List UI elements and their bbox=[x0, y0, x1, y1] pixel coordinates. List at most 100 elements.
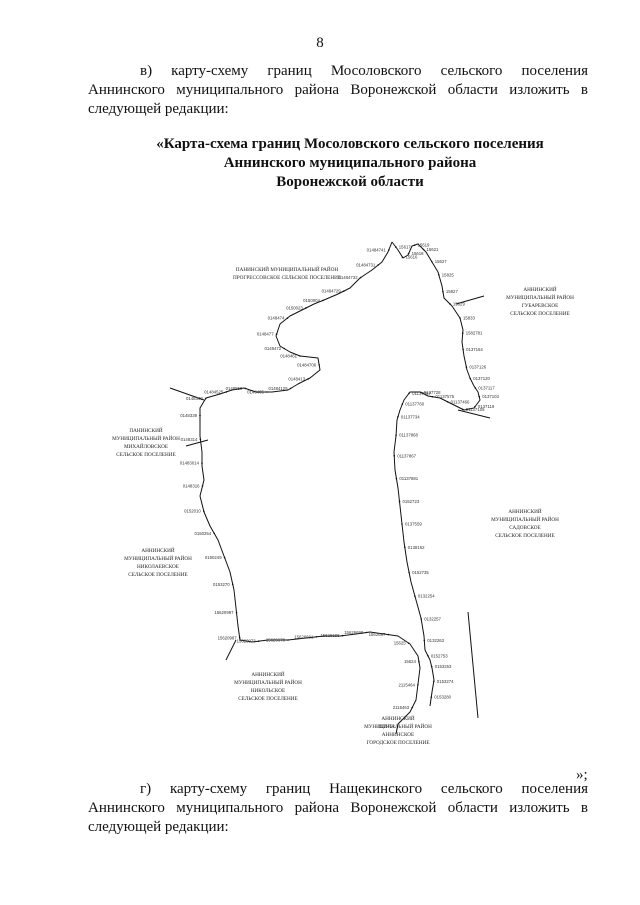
region-label-line: НИКОЛАЕВСКОЕ bbox=[137, 564, 179, 570]
boundary-point-label: 15627 bbox=[435, 259, 448, 264]
boundary-point-marker bbox=[238, 637, 241, 639]
boundary-point-label: 0152753 bbox=[431, 653, 448, 658]
boundary-point-label: 01484729 bbox=[322, 289, 342, 294]
boundary-point-marker bbox=[461, 408, 464, 411]
boundary-point-label: 1562697 bbox=[369, 632, 386, 637]
boundary-point-marker bbox=[474, 387, 477, 389]
boundary-point-labels: 1561715616156181561915621156271582515827… bbox=[180, 243, 500, 729]
boundary-point-label: 2115464 bbox=[398, 682, 415, 687]
boundary-point-marker bbox=[315, 636, 318, 638]
boundary-point-marker bbox=[442, 290, 444, 293]
boundary-point-marker bbox=[231, 583, 234, 586]
boundary-point-marker bbox=[446, 401, 449, 403]
boundary-point-marker bbox=[474, 405, 476, 408]
boundary-point-label: 0148405 bbox=[247, 390, 264, 395]
boundary-point-label: 0153280 bbox=[434, 695, 451, 700]
boundary-point-marker bbox=[397, 416, 399, 418]
map-title-line: Воронежской области bbox=[276, 174, 424, 190]
boundary-point-marker bbox=[201, 462, 203, 464]
boundary-point-label: 15624 bbox=[404, 659, 417, 664]
boundary-point-label: 0152723 bbox=[403, 499, 420, 504]
region-label-line: МУНИЦИПАЛЬНЫЙ РАЙОН bbox=[506, 293, 574, 301]
boundary-point-label: 01137881 bbox=[399, 476, 418, 481]
boundary-point-label: 0150254 bbox=[194, 531, 211, 536]
boundary-point-label: 0153253 bbox=[435, 664, 452, 669]
boundary-point-marker bbox=[393, 455, 396, 457]
boundary-point-marker bbox=[203, 510, 205, 512]
region-label-west: ПАНИНСКИЙ МУНИЦИПАЛЬНЫЙ РАЙОН МИХАЙЛОВСК… bbox=[112, 426, 180, 458]
boundary-point-label: 01484525 bbox=[204, 389, 224, 394]
map-title: «Карта-схема границ Мосоловского сельско… bbox=[120, 135, 580, 192]
boundary-point-label: 15626699 bbox=[344, 630, 364, 635]
boundary-point-label: 2115452 bbox=[378, 724, 395, 729]
boundary-point-marker bbox=[275, 333, 278, 335]
boundary-point-label: 15620973 bbox=[237, 639, 257, 644]
boundary-point-label: 0132254 bbox=[418, 594, 435, 599]
boundary-point-label: 0150023 bbox=[286, 306, 303, 311]
quote-end: »; bbox=[576, 767, 588, 783]
boundary-point-label: 0148316 bbox=[183, 483, 200, 488]
boundary-point-label: 15825 bbox=[442, 272, 455, 277]
boundary-point-marker bbox=[204, 397, 207, 400]
region-label-line: СЕЛЬСКОЕ ПОСЕЛЕНИЕ bbox=[510, 311, 569, 317]
boundary-point-label: 15620987 bbox=[218, 635, 238, 640]
boundary-point-label: 01484732 bbox=[338, 275, 358, 280]
boundary-point-marker bbox=[305, 307, 307, 309]
boundary-point-label: 01484706 bbox=[297, 362, 317, 367]
boundary-point-marker bbox=[257, 640, 260, 642]
region-label-line: МУНИЦИПАЛЬНЫЙ РАЙОН bbox=[112, 434, 180, 442]
boundary-point-label: 15626670 bbox=[266, 638, 286, 643]
boundary-point-marker bbox=[223, 556, 226, 559]
boundary-east bbox=[391, 241, 481, 707]
region-label-line: СЕЛЬСКОЕ ПОСЕЛЕНИЕ bbox=[495, 533, 554, 539]
boundary-point-marker bbox=[438, 274, 440, 276]
boundary-point-marker bbox=[418, 660, 420, 663]
neighbour-line bbox=[225, 639, 237, 661]
boundary-point-marker bbox=[407, 252, 410, 255]
map-title-line: «Карта-схема границ Мосоловского сельско… bbox=[156, 136, 544, 152]
boundary-point-marker bbox=[465, 366, 468, 368]
page-number: 8 bbox=[316, 35, 324, 51]
boundary-point-marker bbox=[407, 642, 410, 644]
region-label-line: СЕЛЬСКОЕ ПОСЕЛЕНИЕ bbox=[238, 696, 297, 702]
region-label-southeast: АННИНСКИЙ МУНИЦИПАЛЬНЫЙ РАЙОН АННИНСКОЕ … bbox=[364, 714, 432, 746]
boundary-point-label: 0152735 bbox=[412, 570, 429, 575]
boundary-point-label: 15827 bbox=[446, 289, 459, 294]
boundary-point-marker bbox=[213, 532, 215, 535]
boundary-point-marker bbox=[225, 391, 228, 393]
boundary-point-marker bbox=[266, 391, 268, 393]
boundary-point-label: 01137757 bbox=[412, 391, 431, 396]
boundary-point-label: 1582781 bbox=[466, 331, 483, 336]
boundary-point-marker bbox=[395, 434, 397, 437]
boundary-point-label: 0148477 bbox=[257, 332, 274, 337]
neighbour-line bbox=[467, 611, 479, 719]
boundary-point-label: 0132257 bbox=[424, 616, 441, 621]
region-label-line: НИКОЛЬСКОЕ bbox=[251, 688, 285, 694]
boundary-point-label: 15833 bbox=[463, 316, 476, 321]
boundary-point-marker bbox=[318, 364, 321, 366]
boundary-point-marker bbox=[235, 611, 238, 614]
boundary-point-label: 01137105 bbox=[466, 407, 485, 412]
region-label-line: ГУБАРЕВСКОЕ bbox=[522, 303, 559, 309]
boundary-point-label: 0137559 bbox=[405, 522, 422, 527]
boundary-point-marker bbox=[401, 523, 403, 525]
boundary-point-marker bbox=[408, 571, 410, 574]
region-label-line: МУНИЦИПАЛЬНЫЙ РАЙОН bbox=[364, 722, 432, 730]
boundary-point-label: 01137575 bbox=[435, 394, 454, 399]
boundary-point-label: 0137728 bbox=[424, 390, 441, 395]
boundary-point-marker bbox=[377, 264, 380, 266]
boundary-point-marker bbox=[289, 387, 292, 390]
boundary-point-marker bbox=[459, 317, 461, 319]
boundary-point-label: 0137117 bbox=[478, 385, 495, 390]
boundary-point-label: 15621 bbox=[427, 247, 440, 252]
boundary-point-marker bbox=[478, 395, 481, 398]
boundary-point-marker bbox=[401, 403, 404, 406]
boundary-point-label: 0150004 bbox=[303, 298, 320, 303]
region-label-southwest: АННИНСКИЙ МУНИЦИПАЛЬНЫЙ РАЙОН НИКОЛАЕВСК… bbox=[124, 546, 192, 578]
region-label-line: СЕЛЬСКОЕ ПОСЕЛЕНИЕ bbox=[116, 452, 175, 458]
boundary-point-label: 0148474 bbox=[268, 316, 285, 321]
region-label-line: АННИНСКИЙ bbox=[523, 285, 556, 293]
boundary-point-label: 0150249 bbox=[205, 555, 222, 560]
paragraph-g: г) карту-схему границ Нащекинского сельс… bbox=[88, 781, 588, 835]
